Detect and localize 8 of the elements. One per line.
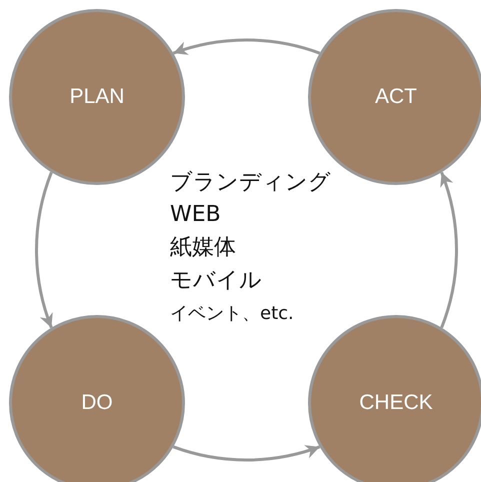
list-text: モバイル (170, 270, 262, 292)
list-text: 紙媒体 (170, 237, 236, 259)
list-text: WEB (170, 204, 221, 226)
arrow (439, 172, 458, 328)
arrow (35, 172, 54, 328)
arrow (172, 38, 320, 56)
stage-circle: CHECK (308, 315, 481, 482)
arrow (172, 444, 320, 462)
